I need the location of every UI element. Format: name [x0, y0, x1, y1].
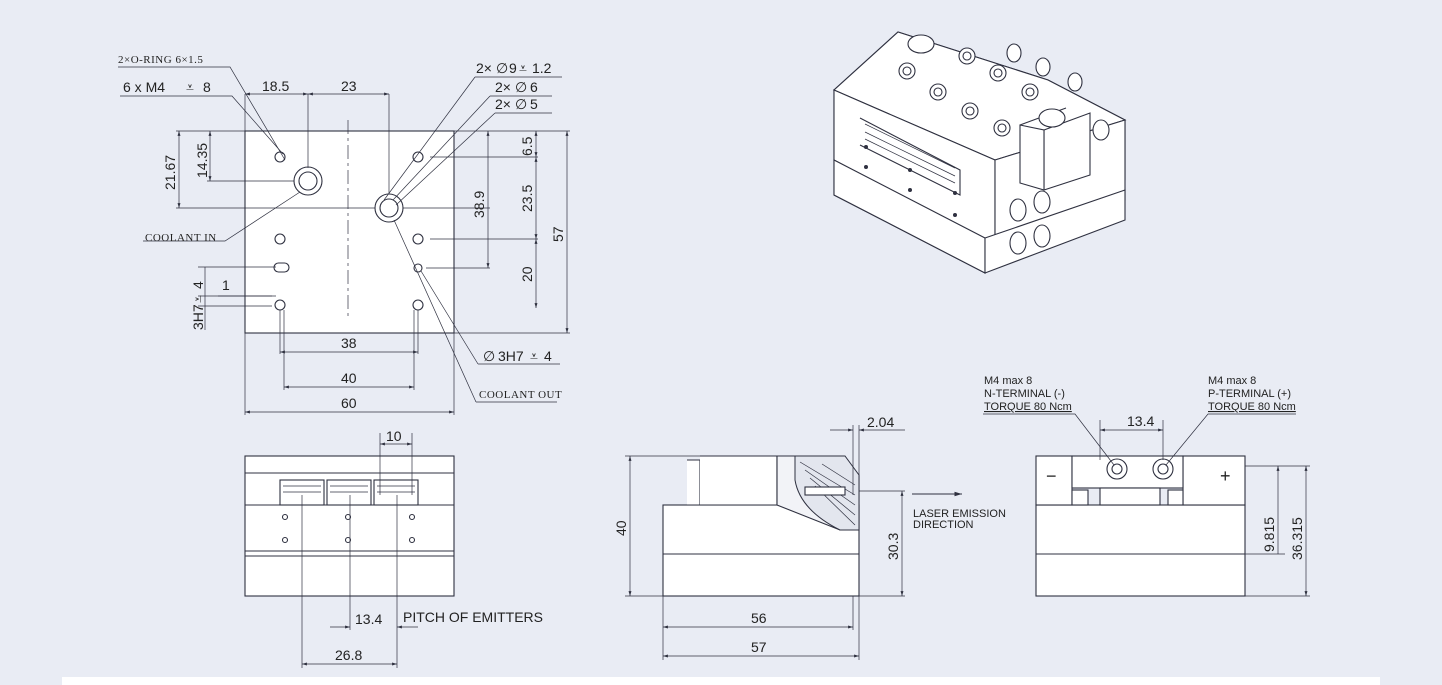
isometric-view: [832, 31, 1127, 274]
dim-36-315: 36.315: [1289, 517, 1305, 560]
depth-symbol: ⩡: [190, 295, 206, 303]
emission-label-line1: LASER EMISSION: [913, 508, 1006, 520]
n-terminal-label: N-TERMINAL (-): [984, 388, 1065, 400]
side-view: 2.04 40 30.3 LASER EMISSION DIRECTION 56…: [613, 414, 1006, 660]
dim-30-3: 30.3: [885, 533, 901, 560]
minus-symbol: −: [1046, 466, 1057, 486]
note-9-val: 9: [509, 60, 517, 76]
pitch-label: PITCH OF EMITTERS: [403, 609, 543, 625]
note-5-prefix: 2×: [495, 96, 511, 112]
plus-symbol: +: [1220, 466, 1231, 486]
p-terminal-label: P-TERMINAL (+): [1208, 388, 1291, 400]
m4-hole: [274, 299, 286, 311]
note-3h7-depth: 4: [544, 348, 552, 364]
note-3h7: 3H7: [498, 348, 524, 364]
dim-3h7: 3H7: [190, 304, 206, 330]
p-terminal-thread: M4 max 8: [1208, 375, 1256, 387]
diameter-symbol: ∅: [515, 96, 527, 112]
top-view-outline: [244, 130, 455, 334]
dim-18-5: 18.5: [262, 78, 289, 94]
diameter-symbol: ∅: [496, 60, 508, 76]
n-terminal-torque: TORQUE 80 Ncm: [984, 401, 1072, 413]
note-5-val: 5: [530, 96, 538, 112]
m4-hole: [412, 151, 424, 163]
dim-60: 60: [341, 395, 357, 411]
rear-view: M4 max 8 N-TERMINAL (-) TORQUE 80 Ncm M4…: [983, 375, 1310, 597]
dim-6-5: 6.5: [519, 136, 535, 156]
p-terminal-torque: TORQUE 80 Ncm: [1208, 401, 1296, 413]
emission-label-line2: DIRECTION: [913, 519, 974, 531]
note-9-depth: 1.2: [532, 60, 552, 76]
oring-note: 2×O-RING 6×1.5: [118, 54, 203, 66]
pin-hole: [413, 263, 423, 273]
m4-hole: [274, 233, 286, 245]
m4-hole: [412, 233, 424, 245]
dim-38: 38: [341, 335, 357, 351]
dim-20: 20: [519, 266, 535, 282]
dim-2-04: 2.04: [867, 414, 894, 430]
dim-40-height: 40: [613, 520, 629, 536]
depth-symbol: ⩡: [519, 60, 527, 76]
n-terminal-thread: M4 max 8: [984, 375, 1032, 387]
dim-9-815: 9.815: [1261, 517, 1277, 552]
top-view: 2×O-RING 6×1.5 6 x M4 ⩡ 8 18.5 23 21.67 …: [118, 54, 570, 415]
dim-23-5: 23.5: [519, 185, 535, 212]
dim-57: 57: [751, 639, 767, 655]
note-6-prefix: 2×: [495, 79, 511, 95]
dim-3h7-depth: 4: [190, 281, 206, 289]
slot-hole: [273, 262, 290, 273]
diameter-symbol: ∅: [483, 348, 495, 364]
m4-depth: 8: [203, 79, 211, 95]
depth-symbol: ⩡: [530, 348, 538, 364]
dim-pitch-13-4: 13.4: [355, 611, 382, 627]
dim-21-67: 21.67: [162, 155, 178, 190]
coolant-in-label: COOLANT IN: [145, 232, 217, 244]
dim-56: 56: [751, 610, 767, 626]
note-9-prefix: 2×: [476, 60, 492, 76]
coolant-out-label: COOLANT OUT: [479, 389, 562, 401]
dim-38-9: 38.9: [471, 191, 487, 218]
note-6-val: 6: [530, 79, 538, 95]
dim-23: 23: [341, 78, 357, 94]
m4-thread-note: 6 x M4: [123, 79, 165, 95]
dim-14-35: 14.35: [194, 143, 210, 178]
bottom-strip: [62, 677, 1380, 685]
front-view: 10 13.4 PITCH OF EMITTERS 26.8: [244, 428, 543, 668]
dim-10: 10: [386, 428, 402, 444]
diameter-symbol: ∅: [515, 79, 527, 95]
dim-26-8: 26.8: [335, 647, 362, 663]
dim-terminal-13-4: 13.4: [1127, 413, 1154, 429]
depth-symbol: ⩡: [186, 79, 194, 95]
dim-40: 40: [341, 370, 357, 386]
dim-1: 1: [222, 277, 230, 293]
dim-57: 57: [550, 226, 566, 242]
m4-hole: [412, 299, 424, 311]
